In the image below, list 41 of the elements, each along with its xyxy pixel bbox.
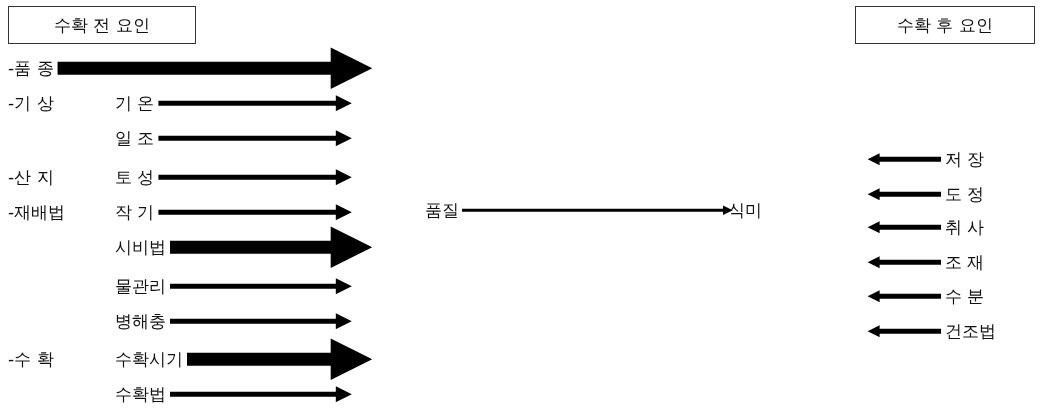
arrow [158,95,352,112]
arrow [462,205,733,215]
arrow [867,188,941,201]
factor-label: 작 기 [115,202,155,223]
factor-label: 기 온 [115,93,155,114]
arrow [867,290,941,303]
arrow [158,204,352,221]
factor-label: 일 조 [115,128,155,149]
factor-label: 도 정 [945,184,985,205]
factor-label: 시비법 [115,237,166,258]
factor-label: 취 사 [945,217,985,238]
header-box: 수확 전 요인 [8,6,196,44]
arrow [170,386,352,403]
category-label: -수 확 [8,349,54,370]
arrow [170,226,373,268]
header-box: 수확 후 요인 [855,6,1035,44]
arrow [170,313,352,330]
factor-label: 토 성 [115,167,155,188]
category-label: -재배법 [8,202,66,223]
category-label: -산 지 [8,167,54,188]
factor-label: 식미 [728,200,762,221]
factor-label: 품질 [425,200,459,221]
factor-label: 수확법 [115,384,166,405]
arrow [867,256,941,269]
arrow [158,130,352,147]
factor-label: 수 분 [945,286,985,307]
arrow [867,325,941,338]
arrow [867,153,941,166]
factor-label: 저 장 [945,149,985,170]
arrow [867,221,941,234]
arrow [170,278,352,295]
factor-label: 조 재 [945,252,985,273]
arrow [57,47,373,89]
factor-label: 건조법 [945,321,996,342]
arrow [187,338,373,380]
factor-label: 병해충 [115,311,166,332]
factor-label: 물관리 [115,276,166,297]
category-label: -기 상 [8,93,54,114]
arrow [158,169,352,186]
factor-label: 수확시기 [115,349,183,370]
factor-label: -품 종 [8,58,54,79]
